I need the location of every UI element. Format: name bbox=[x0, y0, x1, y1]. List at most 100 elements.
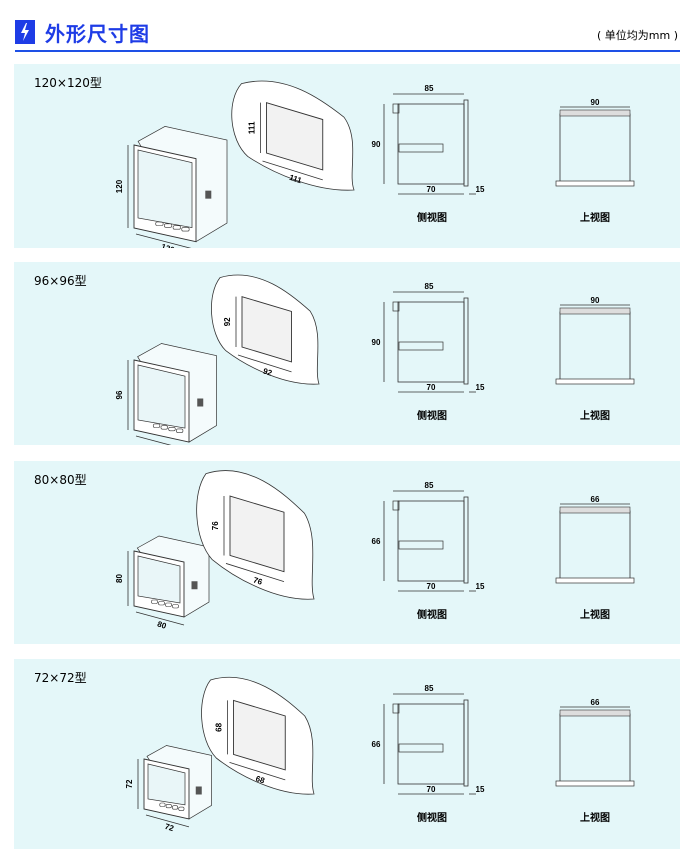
page-title: 外形尺寸图 bbox=[45, 22, 150, 46]
model-label: 96×96型 bbox=[34, 274, 87, 288]
top-bezel bbox=[555, 378, 635, 385]
meter-isometric: 96 96 bbox=[115, 343, 217, 445]
side-height-label: 90 bbox=[372, 338, 381, 347]
top-width-label: 66 bbox=[591, 495, 600, 504]
top-rail bbox=[559, 307, 631, 315]
cutout-height-label: 68 bbox=[215, 722, 224, 731]
meter-button bbox=[155, 221, 164, 226]
side-clip bbox=[392, 500, 400, 511]
lightning-icon bbox=[15, 20, 35, 44]
section-header: 外形尺寸图 ( 单位均为mm ) bbox=[15, 18, 680, 52]
model-label: 120×120型 bbox=[34, 76, 102, 90]
dimension-line bbox=[229, 762, 286, 781]
cutout-width-label: 76 bbox=[252, 576, 264, 587]
model-label: 80×80型 bbox=[34, 473, 87, 487]
side-clamp bbox=[398, 143, 444, 153]
top-body bbox=[559, 510, 631, 580]
front-width-label: 120 bbox=[160, 242, 176, 248]
front-height-label: 120 bbox=[115, 179, 124, 193]
side-view: 85 90 70 15 侧视图 bbox=[372, 282, 485, 422]
cutout-width-label: 111 bbox=[288, 173, 303, 186]
top-width-label: 66 bbox=[591, 698, 600, 707]
top-view-caption: 上视图 bbox=[580, 211, 610, 224]
side-body-label: 70 bbox=[427, 785, 436, 794]
front-height-label: 80 bbox=[115, 574, 124, 583]
side-clip bbox=[392, 301, 400, 312]
meter-display bbox=[137, 149, 193, 229]
front-height-label: 96 bbox=[115, 390, 124, 399]
side-height-label: 90 bbox=[372, 140, 381, 149]
meter-button bbox=[178, 806, 185, 811]
meter-isometric: 80 80 bbox=[115, 535, 210, 631]
cutout-height-label: 92 bbox=[223, 317, 232, 326]
top-bezel bbox=[555, 780, 635, 787]
side-bezel-label: 15 bbox=[476, 785, 485, 794]
cutout-hole bbox=[229, 495, 285, 573]
unit-note: ( 单位均为mm ) bbox=[596, 29, 678, 42]
top-rail bbox=[559, 506, 631, 514]
front-width-label: 96 bbox=[159, 444, 171, 445]
meter-display bbox=[147, 763, 186, 806]
meter-button bbox=[152, 423, 161, 428]
top-view: 66 上视图 bbox=[555, 495, 635, 621]
side-bezel bbox=[463, 297, 469, 385]
dimension-panel: 120×120型12012011111185907015侧视图90上视图 bbox=[14, 64, 680, 248]
side-bezel bbox=[463, 699, 469, 787]
meter-clamp bbox=[205, 190, 212, 199]
side-view-caption: 侧视图 bbox=[417, 811, 447, 824]
panel-cutout: 92 92 bbox=[211, 274, 320, 385]
dimension-line bbox=[237, 354, 292, 373]
cutout-height-label: 111 bbox=[248, 121, 257, 134]
top-view-caption: 上视图 bbox=[580, 608, 610, 621]
meter-button bbox=[165, 602, 172, 607]
side-bezel bbox=[463, 496, 469, 584]
meter-button bbox=[160, 425, 168, 430]
model-label: 72×72型 bbox=[34, 671, 87, 685]
panel-cutout: 111 111 bbox=[231, 80, 355, 191]
meter-display bbox=[137, 364, 186, 429]
side-height-label: 66 bbox=[372, 537, 381, 546]
meter-clamp bbox=[195, 786, 202, 795]
side-bezel-label: 15 bbox=[476, 383, 485, 392]
side-body-label: 70 bbox=[427, 185, 436, 194]
dimension-line bbox=[225, 563, 285, 583]
meter-clamp bbox=[197, 398, 204, 407]
meter-display bbox=[137, 555, 181, 604]
side-depth-label: 85 bbox=[425, 282, 434, 291]
side-body-label: 70 bbox=[427, 383, 436, 392]
dimension-line bbox=[135, 233, 192, 248]
meter-button bbox=[172, 805, 179, 810]
side-clamp bbox=[398, 540, 444, 550]
meter-isometric: 120 120 bbox=[115, 126, 228, 248]
meter-button bbox=[176, 428, 184, 433]
side-bezel-label: 15 bbox=[476, 582, 485, 591]
dimension-line bbox=[135, 611, 185, 626]
side-view-caption: 侧视图 bbox=[417, 409, 447, 422]
top-bezel bbox=[555, 577, 635, 584]
top-rail bbox=[559, 109, 631, 117]
side-depth-label: 85 bbox=[425, 481, 434, 490]
top-view: 66 上视图 bbox=[555, 698, 635, 824]
cutout-width-label: 92 bbox=[262, 366, 274, 377]
dimension-drawing: 12012011111185907015侧视图90上视图 bbox=[115, 80, 635, 248]
side-view-caption: 侧视图 bbox=[417, 608, 447, 621]
side-height-label: 66 bbox=[372, 740, 381, 749]
meter-clamp bbox=[191, 581, 198, 590]
front-width-label: 80 bbox=[156, 619, 168, 630]
top-view-caption: 上视图 bbox=[580, 811, 610, 824]
meter-button bbox=[158, 601, 165, 606]
side-clip bbox=[392, 703, 400, 714]
side-body-label: 70 bbox=[427, 582, 436, 591]
